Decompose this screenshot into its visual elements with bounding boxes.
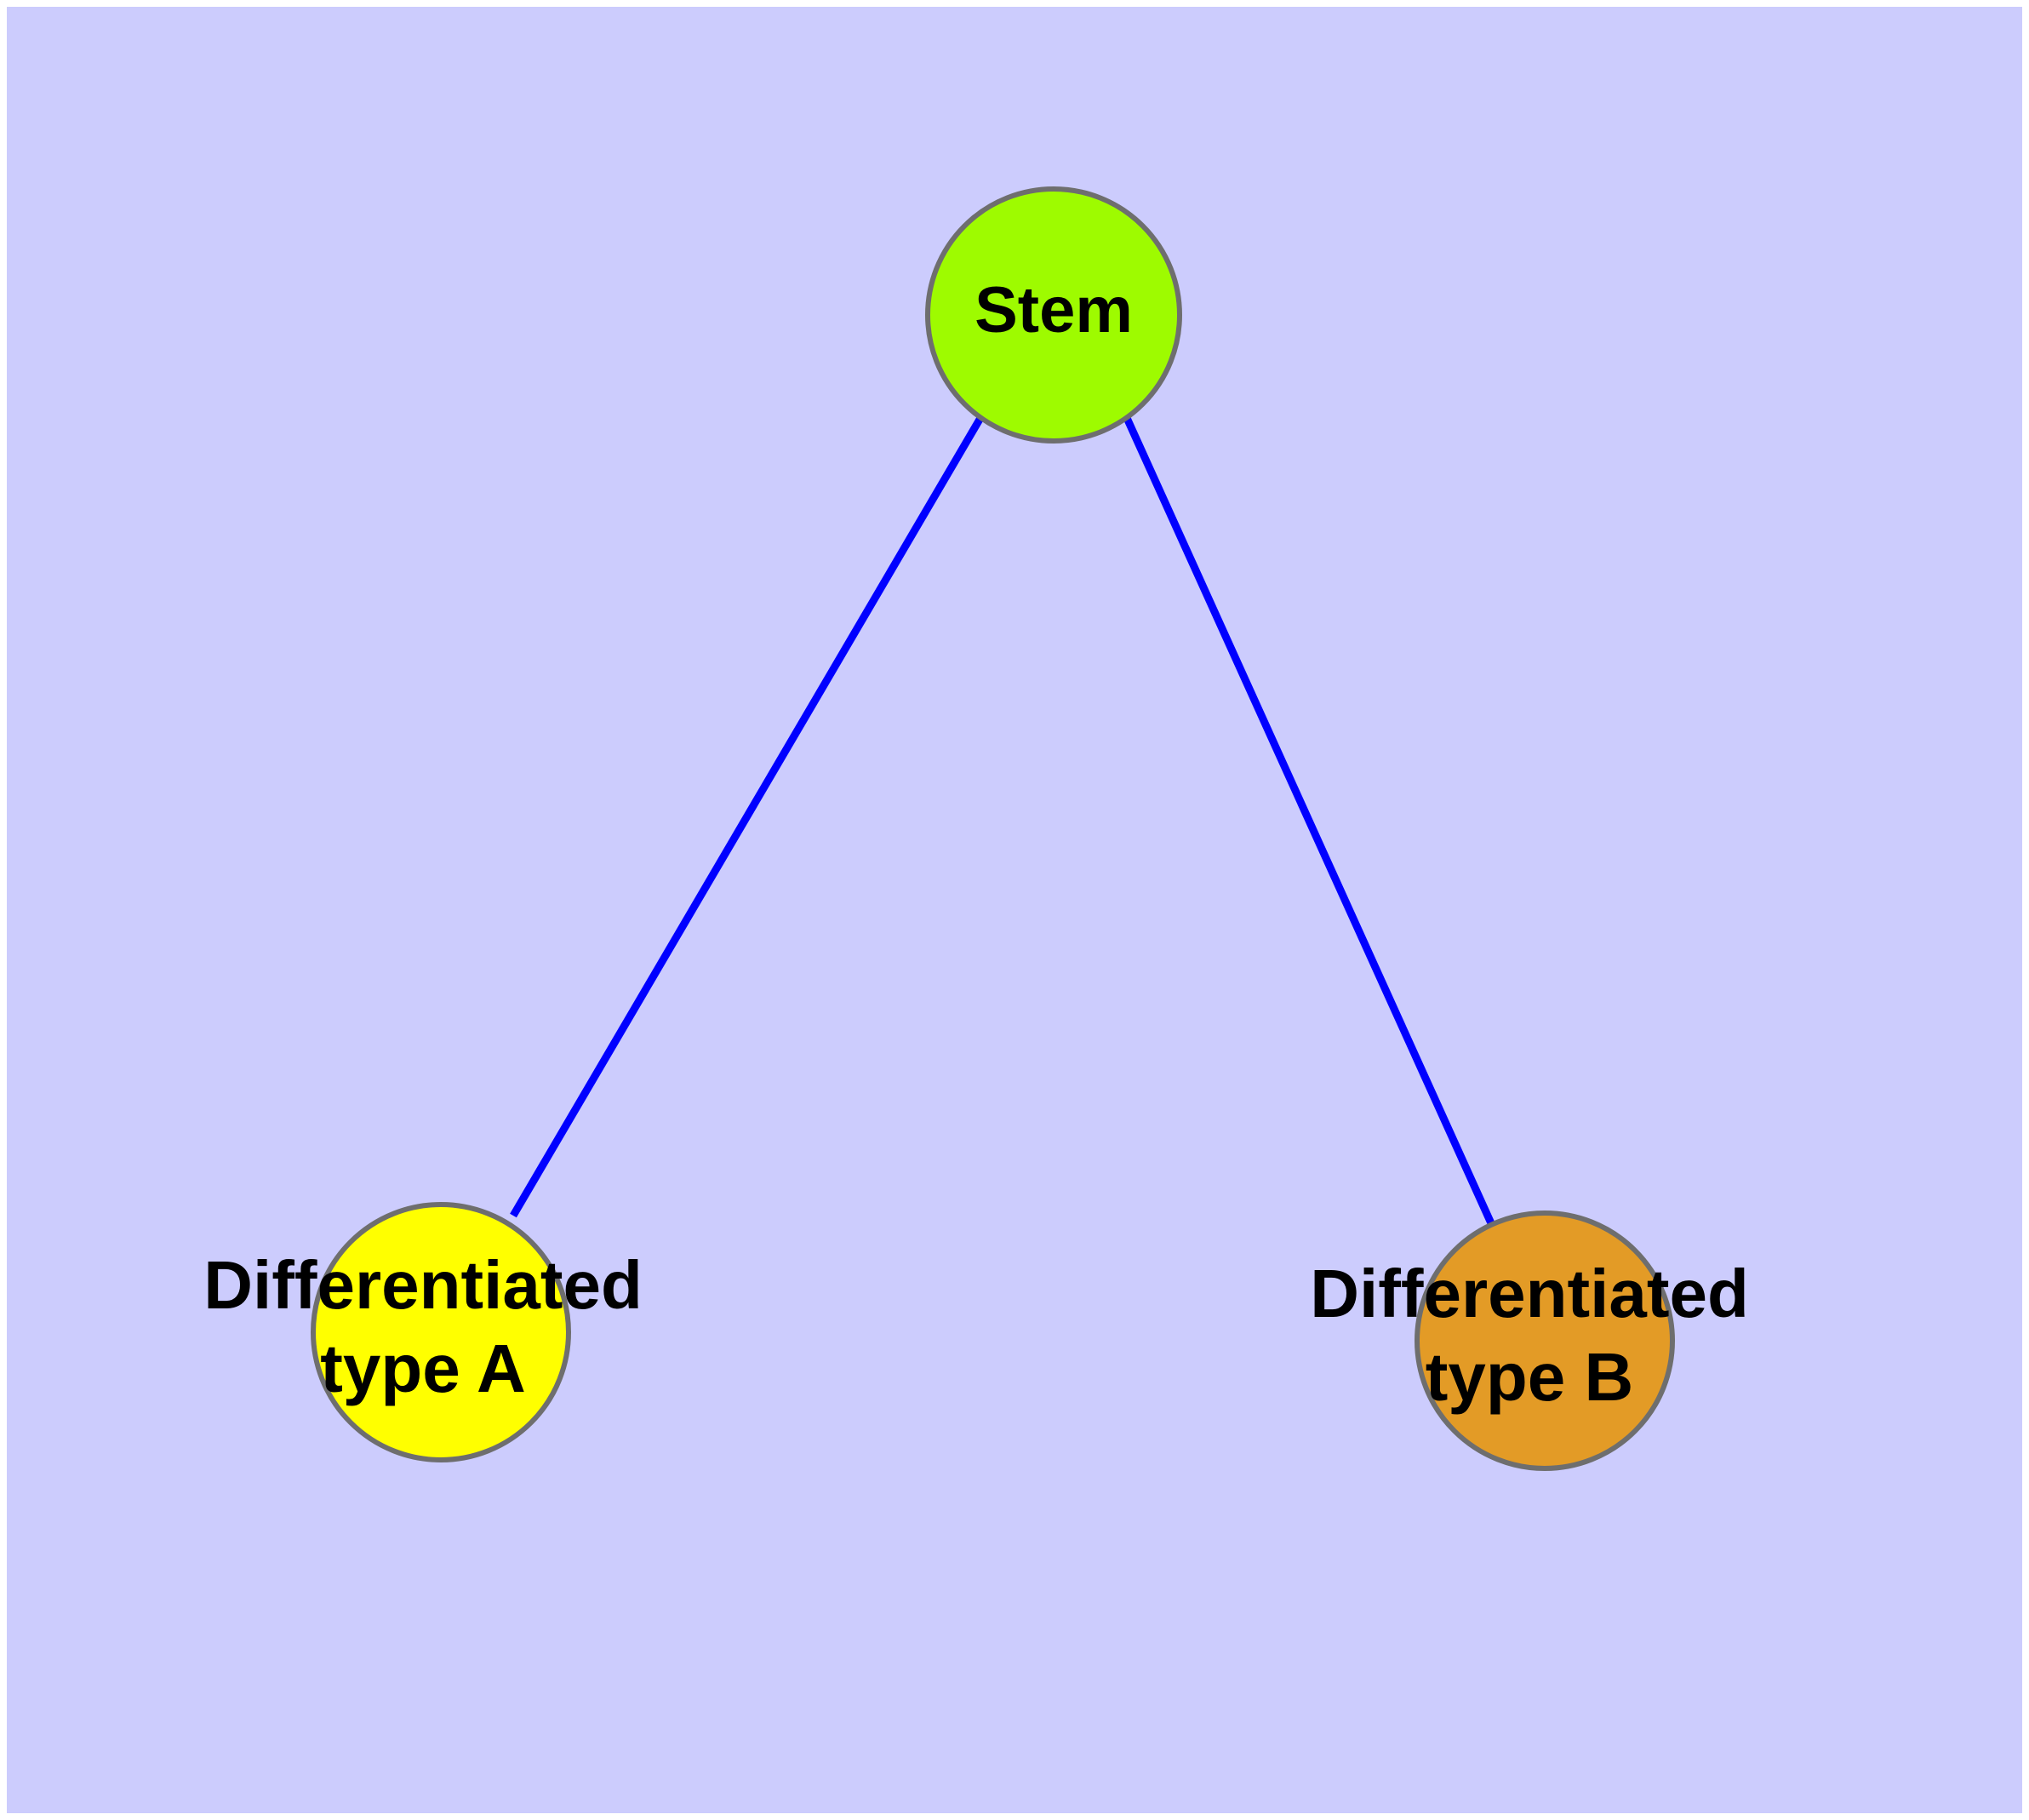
node-circle-diff_a[interactable] xyxy=(311,1202,571,1462)
node-label-diff_a: Differentiated type A xyxy=(203,1247,643,1406)
graph-edge-stem-diff_a[interactable] xyxy=(510,415,984,1218)
node-label-line: Stem xyxy=(974,274,1133,346)
graph-node-diff_a[interactable] xyxy=(311,1202,571,1462)
node-label-line: Differentiated xyxy=(203,1247,643,1323)
node-circle-stem[interactable] xyxy=(925,186,1182,444)
node-label-line: type A xyxy=(320,1331,526,1406)
node-label-line: Differentiated xyxy=(1310,1256,1749,1331)
edge-layer xyxy=(510,415,1495,1225)
node-label-stem: Stem xyxy=(974,274,1133,346)
node-circle-diff_b[interactable] xyxy=(1415,1210,1675,1471)
graph-edge-stem-diff_b[interactable] xyxy=(1123,416,1495,1225)
node-label-line: type B xyxy=(1426,1339,1634,1415)
node-label-diff_b: Differentiated type B xyxy=(1310,1256,1749,1415)
graph-node-stem[interactable] xyxy=(925,186,1182,444)
graph-node-diff_b[interactable] xyxy=(1415,1210,1675,1471)
